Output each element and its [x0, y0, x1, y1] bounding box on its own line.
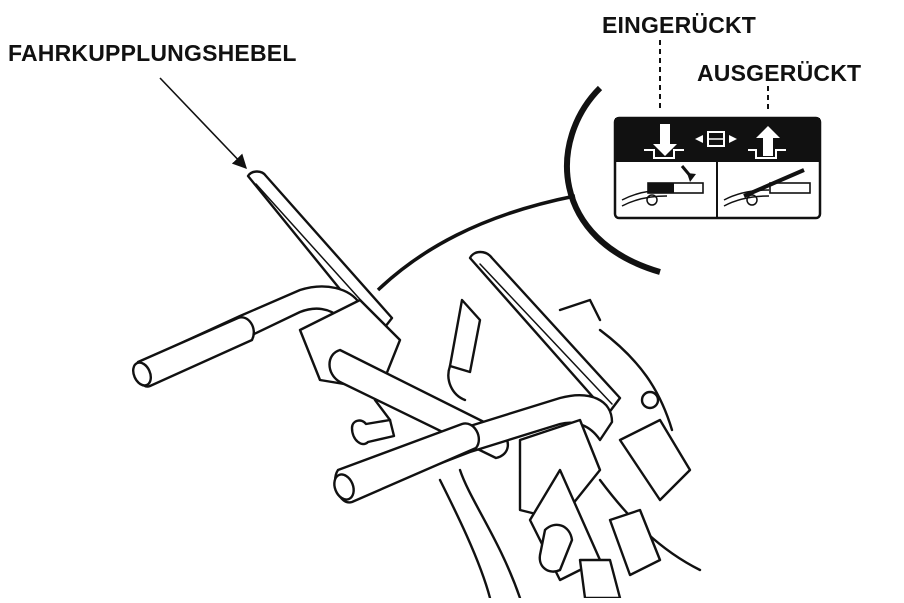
disengaged-arrow-icon [756, 126, 780, 156]
disengaged-label: AUSGERÜCKT [697, 60, 862, 86]
lever-position-icon [695, 131, 737, 147]
lever-leader-line [159, 77, 247, 170]
magnifier-arc [564, 85, 661, 275]
left-grip [134, 316, 255, 388]
clutch-decal [613, 116, 822, 220]
magnifier-pointer-curve [376, 194, 576, 292]
pivot-pin [350, 418, 396, 446]
clutch-lever-label: FAHRKUPPLUNGSHEBEL [8, 40, 297, 66]
disengaged-panel-icon [723, 168, 811, 207]
engaged-arrow-icon [653, 124, 677, 156]
engaged-label: EINGERÜCKT [602, 12, 757, 38]
engaged-panel-icon [621, 165, 704, 207]
